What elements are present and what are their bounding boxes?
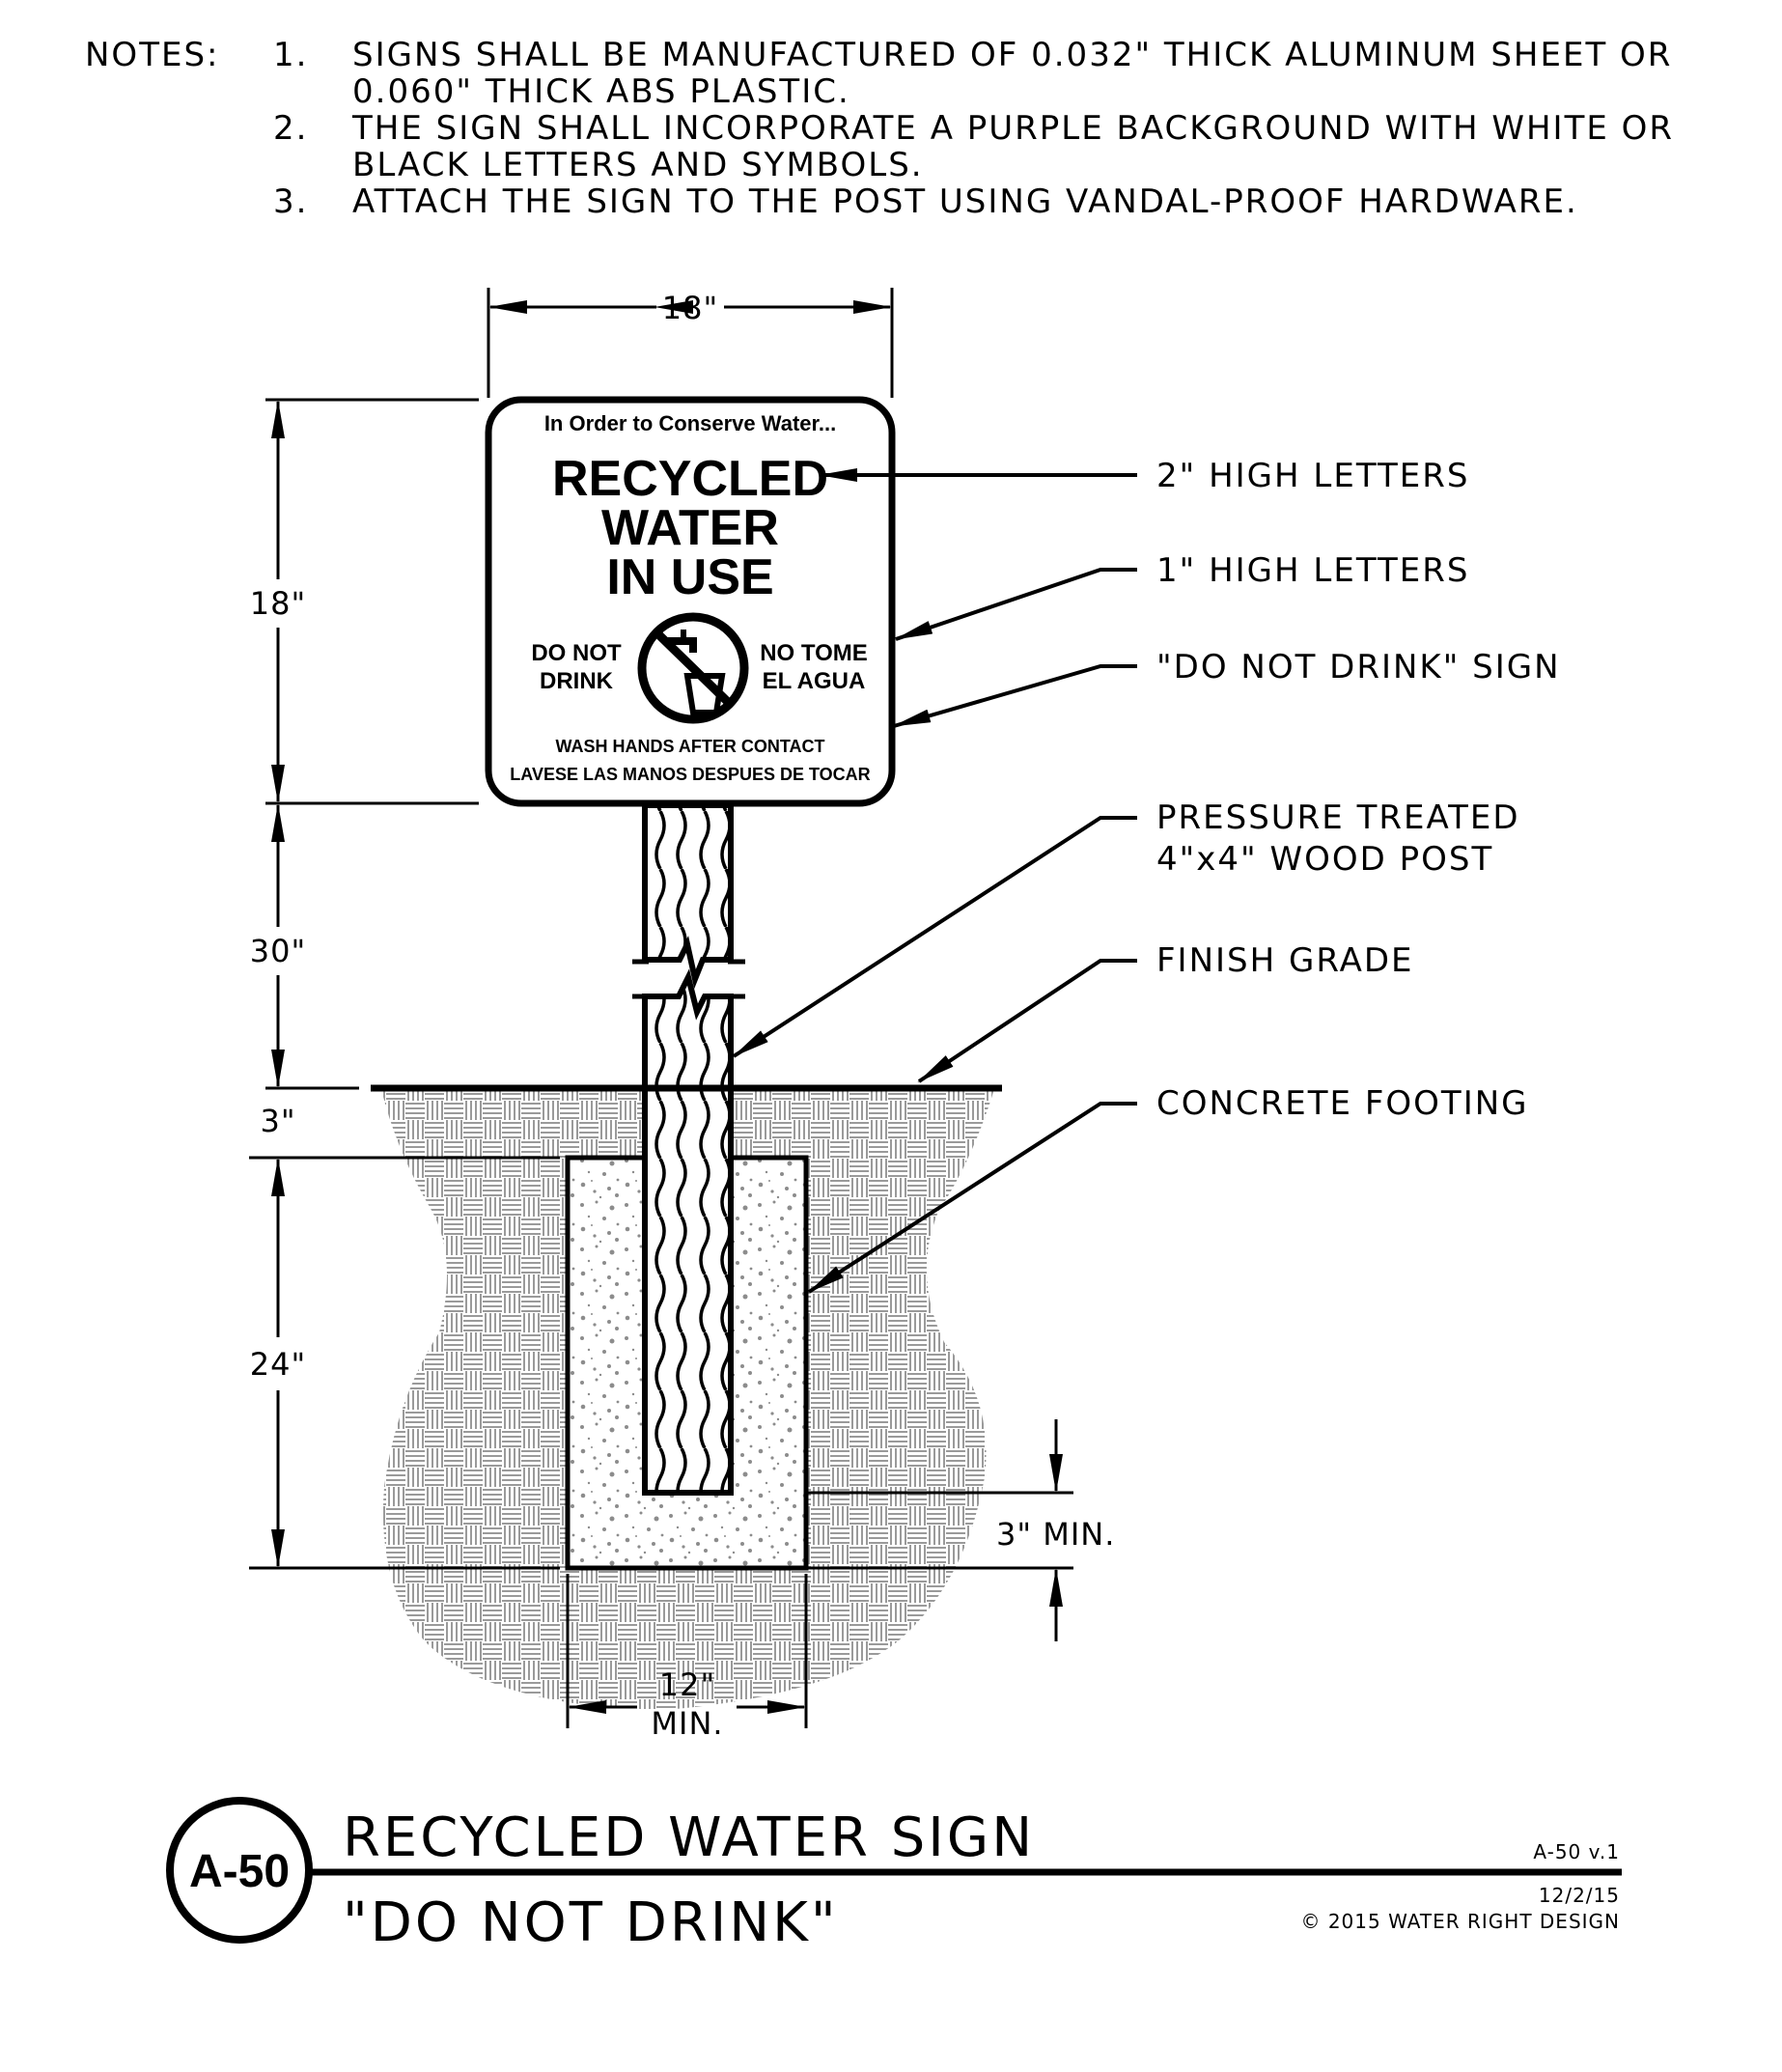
sign-drink: DRINK xyxy=(540,668,614,694)
callout-1in-letters: 1" HIGH LETTERS xyxy=(1156,551,1469,590)
callout-finish-grade: FINISH GRADE xyxy=(1156,941,1414,980)
callout-post-line-1: PRESSURE TREATED xyxy=(1156,798,1520,837)
sign-no-tome: NO TOME xyxy=(760,640,868,666)
dim-post-above-grade: 30" xyxy=(250,933,306,969)
detail-version: A-50 v.1 xyxy=(1533,1840,1620,1863)
sign-do-not: DO NOT xyxy=(531,640,622,666)
dimension-lines xyxy=(249,288,1073,1728)
callout-concrete-footing: CONCRETE FOOTING xyxy=(1156,1084,1529,1123)
dim-bottom-min: 3" MIN. xyxy=(996,1516,1115,1553)
note-1-line-1: SIGNS SHALL BE MANUFACTURED OF 0.032" TH… xyxy=(352,36,1672,74)
wood-post-lower xyxy=(642,968,734,1496)
callout-do-not-drink-sign: "DO NOT DRINK" SIGN xyxy=(1156,648,1561,686)
detail-title: RECYCLED WATER SIGN xyxy=(343,1806,1035,1869)
note-1-line-2: 0.060" THICK ABS PLASTIC. xyxy=(352,72,850,111)
sign-line-water: WATER xyxy=(601,500,779,556)
sign-line-recycled: RECYCLED xyxy=(552,451,828,507)
dim-footing-width-min: MIN. xyxy=(651,1705,723,1742)
note-2-line-1: THE SIGN SHALL INCORPORATE A PURPLE BACK… xyxy=(351,109,1674,148)
callout-leaders xyxy=(732,468,1137,1294)
dimension-labels: 18" 18" 30" 3" 24" 3" MIN. 12" MIN. xyxy=(250,290,1115,1742)
note-2-line-2: BLACK LETTERS AND SYMBOLS. xyxy=(352,146,924,184)
dim-footing-depth: 24" xyxy=(250,1346,306,1383)
callout-post-line-2: 4"x4" WOOD POST xyxy=(1156,840,1493,879)
sign-line-in-use: IN USE xyxy=(606,549,773,605)
sign-el-agua: EL AGUA xyxy=(763,668,866,694)
callout-labels: 2" HIGH LETTERS 1" HIGH LETTERS "DO NOT … xyxy=(1156,457,1561,1123)
note-2-number: 2. xyxy=(273,109,308,148)
title-block: A-50 RECYCLED WATER SIGN "DO NOT DRINK" … xyxy=(166,1797,1622,1954)
sign-panel xyxy=(485,396,896,807)
notes-block: NOTES: 1. SIGNS SHALL BE MANUFACTURED OF… xyxy=(85,36,1674,221)
sign-top-text: In Order to Conserve Water... xyxy=(544,411,836,435)
dim-footing-width: 12" xyxy=(659,1666,715,1703)
note-3-number: 3. xyxy=(273,182,308,221)
sign-lavese-manos: LAVESE LAS MANOS DESPUES DE TOCAR xyxy=(510,765,870,784)
recycled-water-sign: In Order to Conserve Water... RECYCLED W… xyxy=(485,396,896,807)
detail-subtitle: "DO NOT DRINK" xyxy=(343,1891,839,1954)
dim-sign-height: 18" xyxy=(250,585,306,622)
no-drinking-symbol-icon xyxy=(637,612,749,724)
note-3-line-1: ATTACH THE SIGN TO THE POST USING VANDAL… xyxy=(352,182,1578,221)
note-1-number: 1. xyxy=(273,36,308,74)
detail-copyright: © 2015 WATER RIGHT DESIGN xyxy=(1300,1910,1620,1933)
detail-date: 12/2/15 xyxy=(1539,1884,1620,1907)
notes-heading: NOTES: xyxy=(85,36,219,74)
callout-2in-letters: 2" HIGH LETTERS xyxy=(1156,457,1469,495)
detail-badge-label: A-50 xyxy=(189,1846,290,1897)
sign-wash-hands: WASH HANDS AFTER CONTACT xyxy=(556,737,825,756)
dim-sign-width: 18" xyxy=(662,290,718,326)
wood-post-upper xyxy=(642,802,734,990)
dim-grade-gap: 3" xyxy=(260,1103,295,1139)
